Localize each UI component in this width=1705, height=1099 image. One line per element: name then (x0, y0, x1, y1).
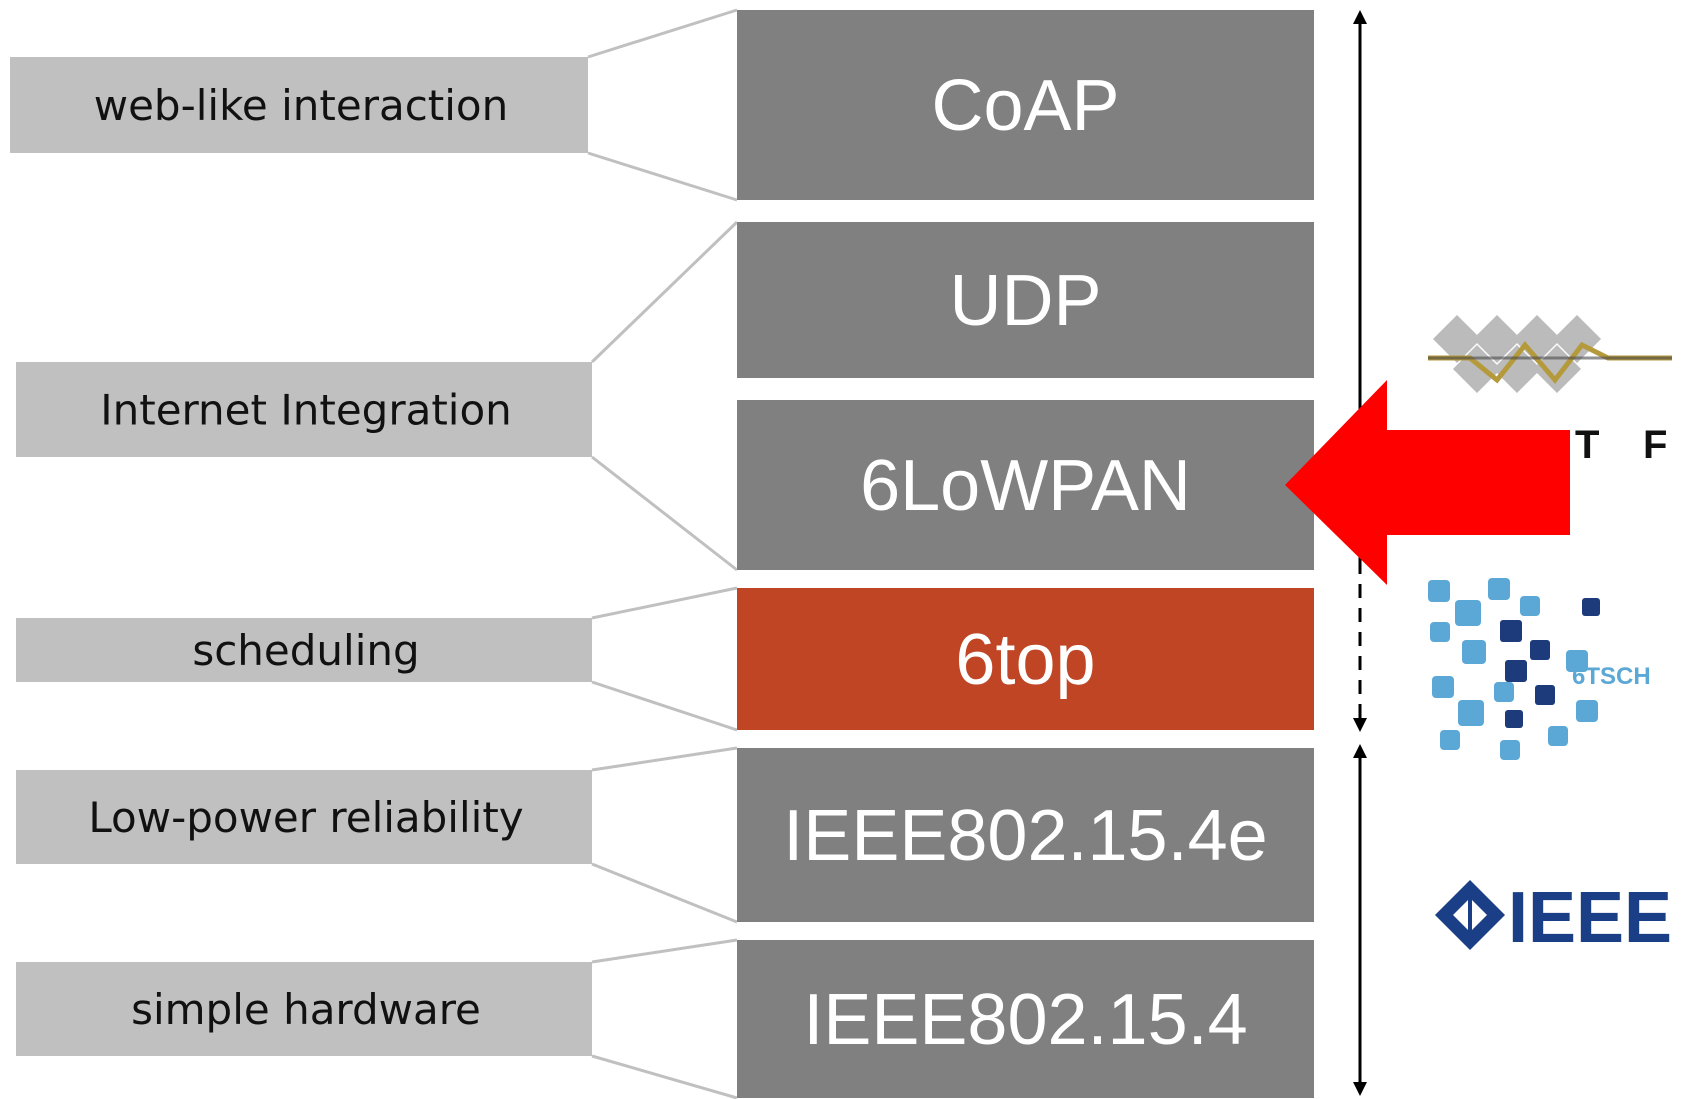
ietf-letter-f: F (1643, 423, 1667, 467)
layer-label-2: 6LoWPAN (860, 446, 1191, 526)
connector-line-bottom-0 (587, 151, 738, 202)
connector-line-top-3 (591, 746, 738, 772)
annotation-box-2 (16, 618, 592, 682)
protocol-stack: CoAP UDP 6LoWPAN 6topIEEE802.15.4eIEEE802.1… (737, 10, 1314, 1098)
ieee-logo: IEEE (1435, 878, 1672, 958)
ieee-logo-text: IEEE (1508, 878, 1672, 958)
ietf-scope-arrowhead-bottom (1353, 718, 1367, 732)
annotation-label-4: simple hardware (131, 985, 481, 1034)
layer-label-4: IEEE802.15.4e (783, 796, 1267, 876)
6tsch-logo: 6TSCH (1428, 578, 1651, 760)
red-arrow-left-icon (1285, 380, 1570, 585)
layer-label-3: 6top (955, 620, 1095, 700)
connector-line-top-2 (591, 586, 738, 620)
ietf-scope-arrowhead-top (1353, 10, 1367, 24)
layer-label-0: CoAP (931, 66, 1119, 146)
6tsch-logo-text: 6TSCH (1572, 663, 1651, 690)
ietf-letter-t: T (1575, 423, 1599, 467)
connector-line-top-0 (587, 8, 738, 59)
layer-box-0 (737, 10, 1314, 200)
layer-box-5 (737, 940, 1314, 1098)
connector-line-top-4 (591, 938, 738, 964)
layer-label-1: UDP (949, 261, 1101, 341)
connector-line-bottom-1 (591, 455, 738, 572)
connector-line-bottom-4 (591, 1054, 738, 1099)
annotation-box-1 (16, 362, 592, 457)
layer-box-3 (737, 588, 1314, 730)
annotation-label-0: web-like interaction (94, 81, 509, 130)
layer-box-4 (737, 748, 1314, 922)
layer-label-5: IEEE802.15.4 (803, 980, 1247, 1060)
annotation-box-0 (10, 57, 588, 153)
ieee-scope-arrowhead-bottom (1353, 1082, 1367, 1096)
connector-line-bottom-2 (591, 680, 738, 732)
annotation-label-3: Low-power reliability (88, 793, 523, 842)
connector-line-bottom-3 (591, 862, 738, 924)
ieee-scope-arrowhead-top (1353, 744, 1367, 758)
connector-lines (587, 8, 739, 1099)
layer-box-2 (737, 400, 1314, 570)
annotation-label-1: Internet Integration (100, 386, 512, 435)
connector-line-top-1 (590, 220, 739, 364)
annotation-label-2: scheduling (192, 626, 419, 675)
annotation-box-3 (16, 770, 592, 864)
layer-box-1 (737, 222, 1314, 378)
annotation-box-4 (16, 962, 592, 1056)
